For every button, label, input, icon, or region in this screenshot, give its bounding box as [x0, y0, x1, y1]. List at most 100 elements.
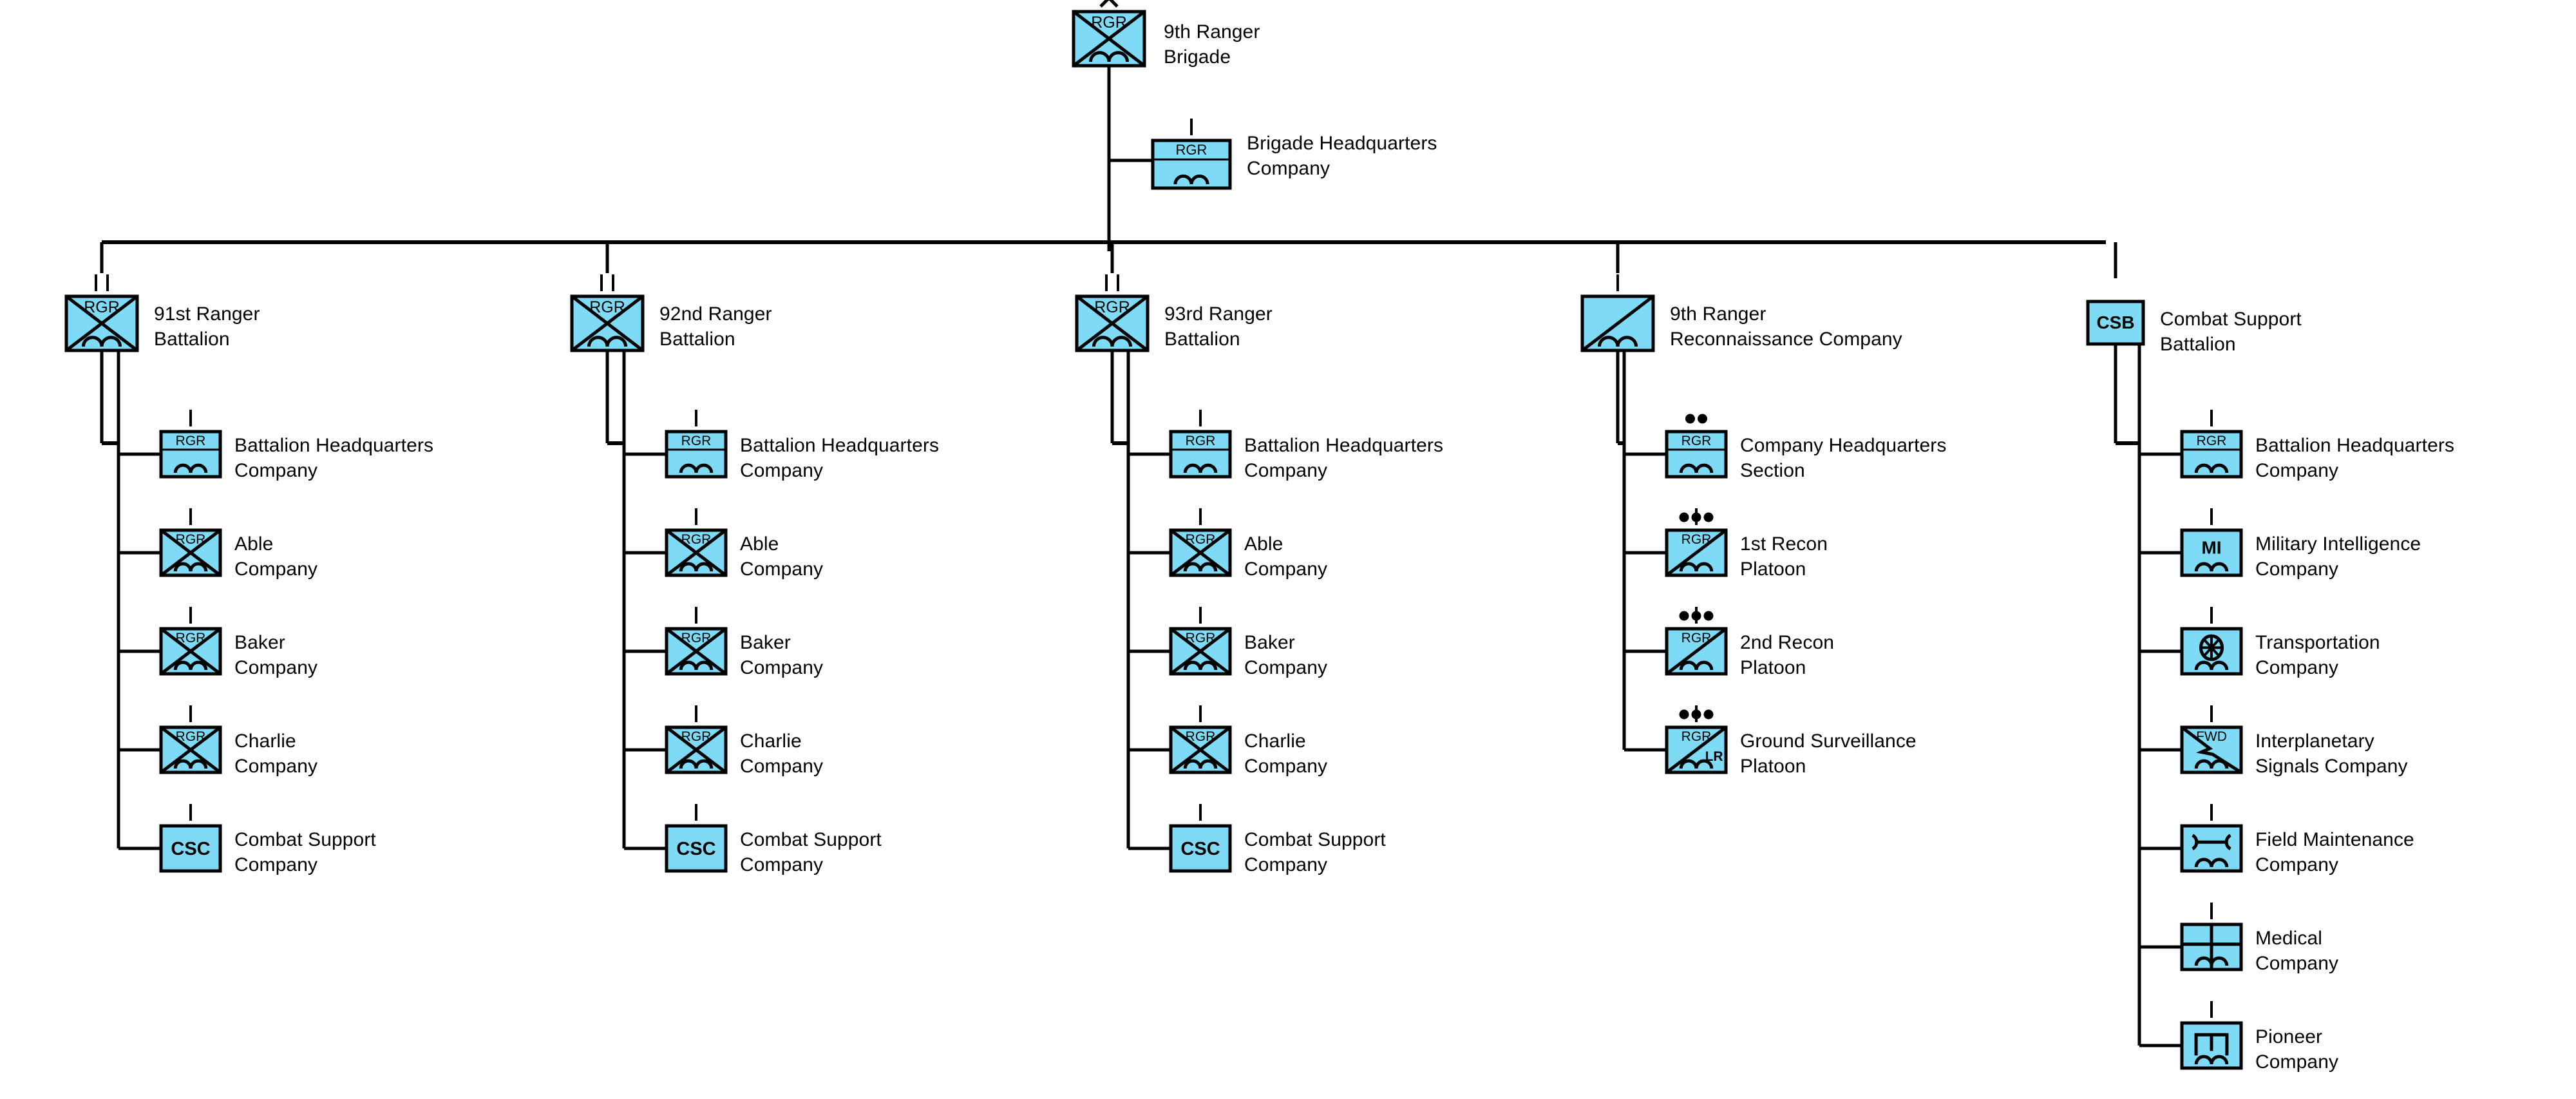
symbol-abbrev-text: CSC	[171, 839, 210, 859]
unit-label-line2: Company	[1244, 854, 1328, 875]
unit-symbol-csb-hq[interactable]: RGR	[2180, 430, 2243, 479]
unit-label-line2: Company	[1244, 460, 1328, 481]
unit-label-line1: Baker	[740, 632, 791, 653]
symbol-top-text: RGR	[1681, 631, 1712, 645]
echelon-platoon-dot-icon	[1679, 709, 1689, 720]
unit-label-line1: Combat Support	[1244, 829, 1386, 850]
airborne-arc-icon	[1679, 562, 1714, 572]
airborne-arc-icon	[1597, 336, 1638, 347]
unit-symbol-bn92-csc[interactable]: CSC	[665, 824, 728, 873]
unit-symbol-recon-2nd[interactable]: RGR	[1665, 627, 1728, 676]
unit-symbol-bn92-able[interactable]: RGR	[665, 528, 728, 577]
unit-symbol-bn91-able[interactable]: RGR	[159, 528, 222, 577]
unit-symbol-bn92-baker[interactable]: RGR	[665, 627, 728, 676]
unit-label-line1: Charlie	[740, 731, 802, 752]
unit-symbol-bn93-csc[interactable]: CSC	[1169, 824, 1232, 873]
unit-label-line2: Brigade	[1164, 46, 1231, 68]
unit-symbol-brigade-hq[interactable]: RGR	[1151, 139, 1232, 190]
unit-label-line2: Company	[1244, 559, 1328, 580]
unit-label-line2: Company	[740, 559, 824, 580]
unit-symbol-bn91-baker[interactable]: RGR	[159, 627, 222, 676]
unit-label-line1: 9th Ranger	[1164, 21, 1260, 43]
unit-label-line1: Military Intelligence	[2255, 533, 2421, 555]
symbol-top-text: RGR	[176, 434, 206, 448]
unit-label-line2: Company	[2255, 657, 2339, 678]
infantry-cross-icon	[1075, 295, 1149, 352]
unit-symbol-bn91-hq[interactable]: RGR	[159, 430, 222, 479]
unit-symbol-bn-93[interactable]: RGR	[1075, 294, 1150, 352]
unit-symbol-bn92-charlie[interactable]: RGR	[665, 725, 728, 774]
unit-label-line1: Able	[1244, 533, 1283, 555]
unit-label-line2: Company	[2255, 1051, 2339, 1073]
unit-symbol-brigade[interactable]: RGR	[1072, 10, 1146, 68]
unit-symbol-recon-hq[interactable]: RGR	[1665, 430, 1728, 479]
unit-symbol-csb-maint[interactable]	[2180, 824, 2243, 873]
unit-label-line2: Company	[234, 559, 318, 580]
unit-symbol-bn92-hq[interactable]: RGR	[665, 430, 728, 479]
unit-label-line1: Able	[740, 533, 779, 555]
unit-symbol-csb-pioneer[interactable]	[2180, 1021, 2243, 1070]
unit-symbol-recon-1st[interactable]: RGR	[1665, 528, 1728, 577]
infantry-cross-icon	[1170, 726, 1231, 774]
unit-symbol-bn93-charlie[interactable]: RGR	[1169, 725, 1232, 774]
infantry-cross-icon	[665, 529, 727, 577]
symbol-top-text: RGR	[1681, 532, 1712, 547]
unit-label-line1: Combat Support	[2160, 309, 2302, 330]
unit-label-line1: Brigade Headquarters	[1247, 133, 1437, 154]
unit-symbol-bn93-hq[interactable]: RGR	[1169, 430, 1232, 479]
unit-label-line2: Company	[2255, 953, 2339, 974]
unit-label-line1: Battalion Headquarters	[740, 435, 940, 456]
unit-symbol-bn91-charlie[interactable]: RGR	[159, 725, 222, 774]
echelon-marker-recon-hq	[1685, 414, 1707, 424]
echelon-section-dot-icon	[1685, 414, 1695, 424]
echelon-marker-bn-91	[95, 274, 109, 291]
airborne-arc-icon	[173, 562, 208, 572]
unit-symbol-bn93-baker[interactable]: RGR	[1169, 627, 1232, 676]
unit-label-line2: Company	[2255, 460, 2339, 481]
airborne-arc-icon	[679, 759, 714, 769]
unit-label-line2: Company	[234, 854, 318, 875]
echelon-marker-bn-92	[600, 274, 614, 291]
airborne-arc-icon	[679, 463, 714, 473]
unit-symbol-recon-co[interactable]	[1580, 294, 1655, 352]
unit-label-line1: Able	[234, 533, 274, 555]
unit-symbol-csb-signals[interactable]: FWD	[2180, 725, 2243, 774]
unit-symbol-bn91-csc[interactable]: CSC	[159, 824, 222, 873]
unit-symbol-csb-medical[interactable]	[2180, 922, 2243, 971]
unit-symbol-csb[interactable]: CSB	[2086, 300, 2145, 346]
echelon-marker-recon-1st	[1679, 512, 1714, 522]
unit-label-line2: Company	[740, 657, 824, 678]
recon-slash-icon	[1665, 726, 1727, 774]
symbol-top-text: RGR	[1681, 729, 1712, 744]
infantry-cross-icon	[665, 726, 727, 774]
unit-label-line1: Company Headquarters	[1740, 435, 1947, 456]
infantry-cross-icon	[160, 529, 222, 577]
symbol-top-text: RGR	[84, 298, 120, 316]
unit-label-line1: 93rd Ranger	[1164, 303, 1273, 325]
unit-label-line1: Baker	[234, 632, 285, 653]
unit-symbol-csb-trans[interactable]	[2180, 627, 2243, 676]
unit-symbol-csb-mi[interactable]: MI	[2180, 528, 2243, 577]
unit-label-line2: Reconnaissance Company	[1670, 329, 1902, 350]
unit-symbol-bn-92[interactable]: RGR	[570, 294, 645, 352]
infantry-cross-icon	[1072, 10, 1146, 67]
unit-symbol-bn-91[interactable]: RGR	[64, 294, 139, 352]
symbol-abbrev-text: CSC	[1180, 839, 1220, 859]
unit-label-line1: Combat Support	[234, 829, 376, 850]
unit-label-line2: Company	[740, 756, 824, 777]
infantry-cross-icon	[1170, 627, 1231, 675]
airborne-arc-icon	[679, 660, 714, 671]
unit-symbol-bn93-able[interactable]: RGR	[1169, 528, 1232, 577]
symbol-top-text: RGR	[176, 631, 206, 645]
airborne-arc-icon	[2194, 562, 2229, 572]
symbol-top-text: FWD	[2196, 729, 2227, 744]
unit-label-line1: 9th Ranger	[1670, 303, 1766, 325]
